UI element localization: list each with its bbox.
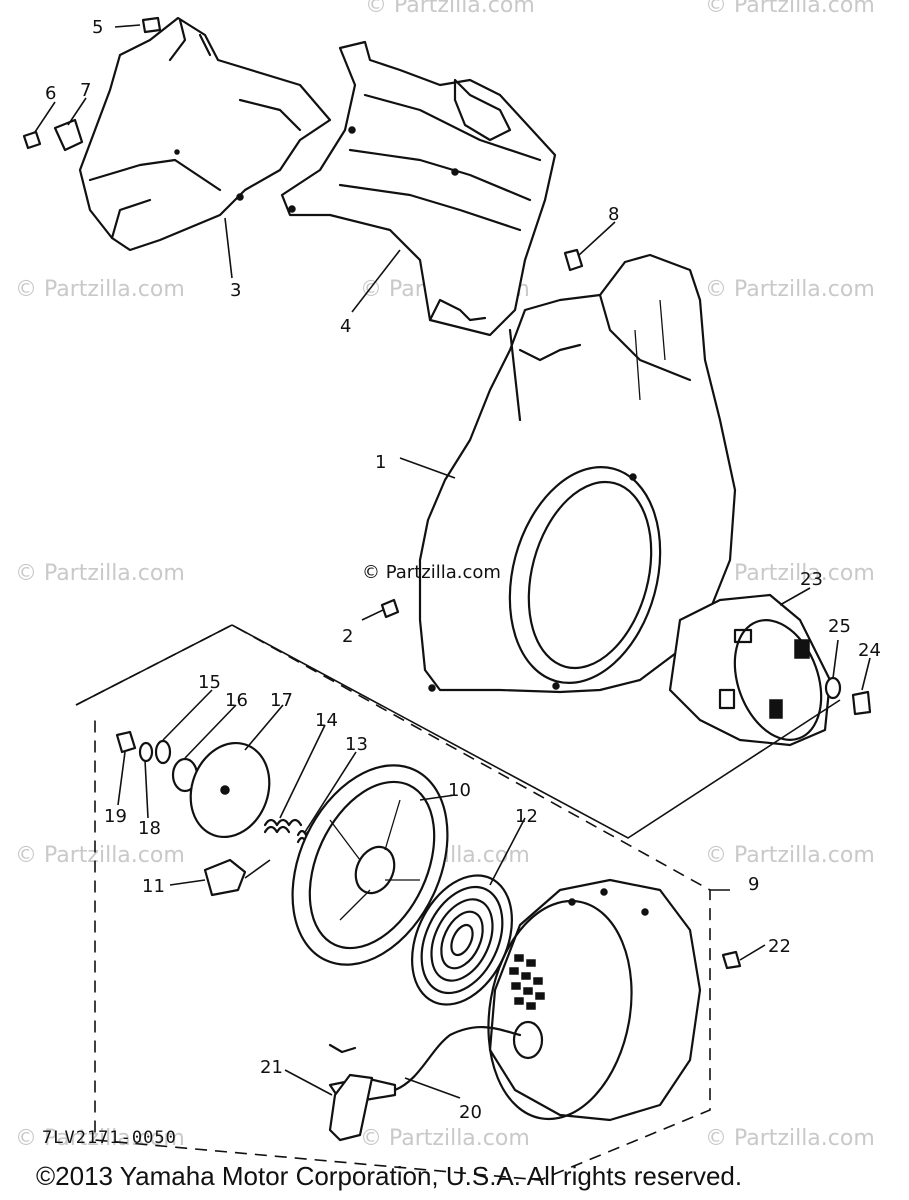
part-21-handle bbox=[328, 1043, 397, 1142]
callout-21: 21 bbox=[260, 1057, 283, 1078]
part-8-clip bbox=[563, 248, 584, 272]
part-24-bolt bbox=[851, 690, 872, 716]
watermark-text: © Partzilla.com bbox=[705, 277, 875, 302]
part-18-washer bbox=[138, 741, 154, 763]
watermark-text: © Partzilla.com bbox=[15, 1126, 185, 1151]
callout-7: 7 bbox=[80, 80, 91, 101]
callout-2: 2 bbox=[342, 626, 353, 647]
callout-17: 17 bbox=[270, 690, 293, 711]
recoil-starter-parts bbox=[115, 730, 316, 897]
watermark-text: © Partzilla.com bbox=[360, 1126, 530, 1151]
watermark-text: © Partzilla.com bbox=[15, 843, 185, 868]
callout-11: 11 bbox=[142, 876, 165, 897]
copyright-notice: ©2013 Yamaha Motor Corporation, U.S.A. A… bbox=[36, 1161, 742, 1191]
watermark-text: © Partzilla.com bbox=[15, 277, 185, 302]
diagram-code: 7LV2171-0050 bbox=[42, 1128, 177, 1148]
callout-9: 9 bbox=[748, 874, 759, 895]
part-10-pulley bbox=[291, 764, 449, 966]
watermark-text: © Partzilla.com bbox=[705, 843, 875, 868]
part-3-shroud bbox=[78, 16, 332, 252]
leader-lines bbox=[34, 24, 871, 1099]
callout-18: 18 bbox=[138, 818, 161, 839]
part-15-washer bbox=[154, 739, 172, 765]
part-12-recoil-spring bbox=[411, 874, 513, 1006]
callout-3: 3 bbox=[230, 280, 241, 301]
callout-25: 24 bbox=[858, 640, 881, 661]
part-23-starter-drum bbox=[668, 593, 832, 747]
callout-labels: 1 2 3 4 5 6 7 8 9 10 11 12 13 14 15 16 1… bbox=[45, 17, 881, 1123]
callout-23: 23 bbox=[800, 569, 823, 590]
part-4-shroud bbox=[280, 40, 557, 337]
watermark-text: © Partzilla.com bbox=[705, 561, 875, 586]
part-14-spring bbox=[263, 818, 303, 834]
part-5-bolt bbox=[141, 16, 162, 34]
part-17-drive-plate bbox=[189, 741, 271, 839]
callout-13: 13 bbox=[345, 734, 368, 755]
callout-4: 4 bbox=[340, 316, 351, 337]
part-1-fan-housing bbox=[418, 253, 737, 694]
part-9-starter-case bbox=[487, 878, 702, 1122]
part-6-bolt bbox=[22, 130, 42, 150]
part-2-bolt bbox=[380, 598, 400, 619]
watermark-text: © Partzilla.com bbox=[365, 0, 535, 18]
callout-15: 15 bbox=[198, 672, 221, 693]
part-22-bolt bbox=[721, 950, 742, 970]
part-9-assembly-outline bbox=[75, 624, 841, 1181]
callout-20: 20 bbox=[459, 1102, 482, 1123]
callout-24: 25 bbox=[828, 616, 851, 637]
callout-14: 14 bbox=[315, 710, 338, 731]
callout-6: 6 bbox=[45, 83, 56, 104]
part-25-washer bbox=[824, 676, 842, 700]
watermark-text: © Partzilla.com bbox=[705, 0, 875, 18]
part-11-ratchet bbox=[203, 858, 247, 897]
callout-12: 12 bbox=[515, 806, 538, 827]
part-20-rope bbox=[393, 1026, 522, 1092]
callout-10: 10 bbox=[448, 780, 471, 801]
center-watermark: © Partzilla.com bbox=[362, 562, 501, 583]
watermark-text: © Partzilla.com bbox=[15, 561, 185, 586]
callout-8: 8 bbox=[608, 204, 619, 225]
part-7-clip bbox=[53, 118, 84, 152]
callout-16: 16 bbox=[225, 690, 248, 711]
callout-1: 1 bbox=[375, 452, 386, 473]
callout-19: 19 bbox=[104, 806, 127, 827]
small-hardware bbox=[22, 16, 872, 970]
watermark-text: © Partzilla.com bbox=[705, 1126, 875, 1151]
callout-5: 5 bbox=[92, 17, 103, 38]
part-19-nut bbox=[115, 730, 137, 754]
callout-22: 22 bbox=[768, 936, 791, 957]
